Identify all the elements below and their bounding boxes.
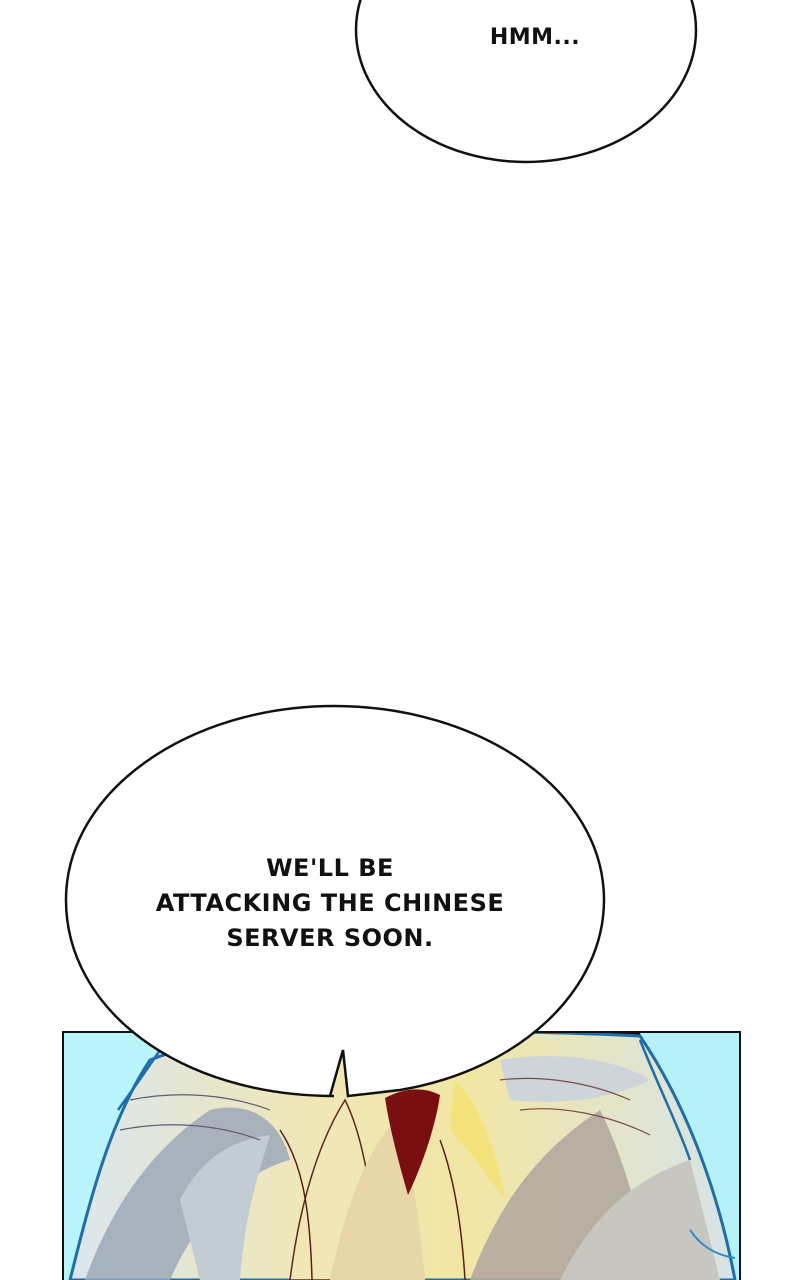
speech-line-3: SERVER SOON. xyxy=(226,924,434,952)
speech-bubble-top xyxy=(354,0,698,164)
speech-bubble-main-text: WE'LL BE ATTACKING THE CHINESE SERVER SO… xyxy=(130,851,530,956)
speech-bubble-main xyxy=(64,704,606,1098)
speech-line-2: ATTACKING THE CHINESE xyxy=(155,889,505,917)
character-hair xyxy=(64,1033,739,1280)
speech-bubble-top-text: HMM... xyxy=(489,25,581,50)
speech-line-1: WE'LL BE xyxy=(266,854,394,882)
